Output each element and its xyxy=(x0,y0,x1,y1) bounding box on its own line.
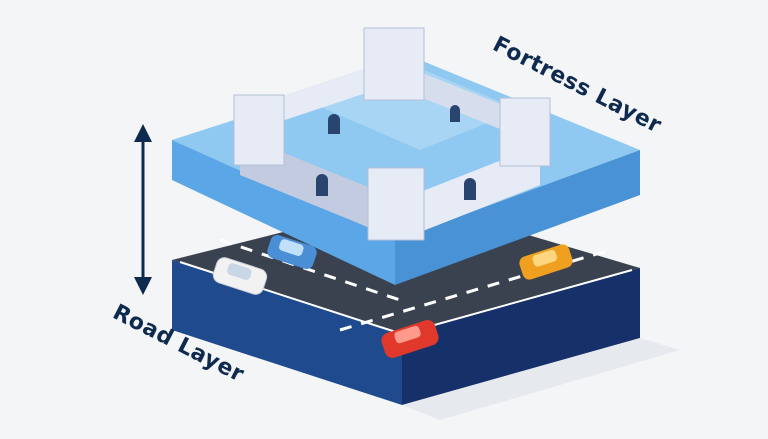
fortress-side-right xyxy=(395,150,640,285)
road-side-right xyxy=(402,268,640,405)
castle xyxy=(233,27,551,241)
fortress-side-left xyxy=(172,140,395,285)
tower-right xyxy=(499,97,551,167)
car-white xyxy=(212,257,268,295)
car-red xyxy=(381,320,439,358)
tower-left xyxy=(233,94,285,166)
car-blue xyxy=(267,234,317,270)
car-orange xyxy=(519,244,573,280)
double-arrow-icon xyxy=(134,124,152,295)
road-side-left xyxy=(172,260,402,405)
tower-top xyxy=(363,27,425,101)
tower-front xyxy=(367,167,425,241)
